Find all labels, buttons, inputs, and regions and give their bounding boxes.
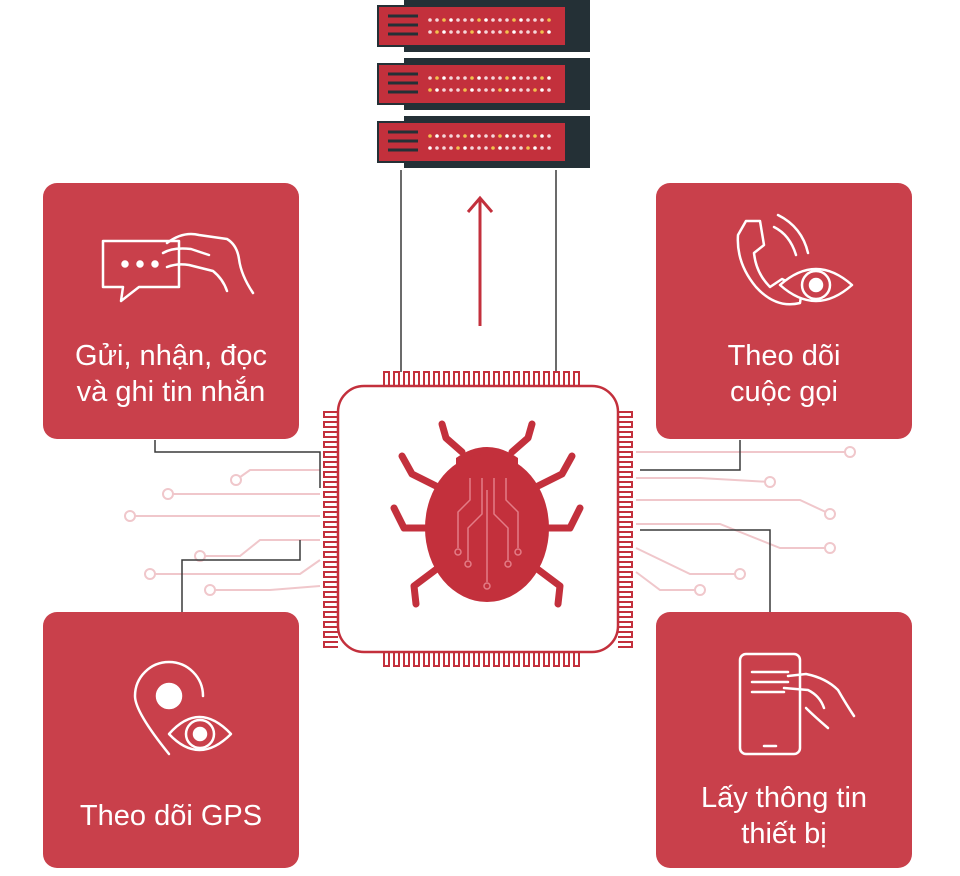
arrow-up-icon <box>466 195 494 326</box>
bug-icon <box>390 420 584 608</box>
circuit-traces <box>130 451 850 591</box>
sms-feature-card: Gửi, nhận, đọc và ghi tin nhắn <box>43 183 299 439</box>
gps-feature-label: Theo dõi GPS <box>79 800 263 832</box>
sms-feature-label: Gửi, nhận, đọc và ghi tin nhắn <box>75 340 267 408</box>
server-rack-icon <box>377 0 590 372</box>
location-eye-icon <box>133 660 233 756</box>
server-unit <box>377 0 590 52</box>
phone-eye-icon <box>736 213 854 306</box>
card-connectors <box>154 440 771 612</box>
calls-feature-card: Theo dõi cuộc gọi <box>656 183 912 439</box>
chat-hand-icon <box>101 232 255 303</box>
server-unit <box>377 58 590 110</box>
server-unit <box>377 116 590 168</box>
gps-feature-card: Theo dõi GPS <box>43 612 299 868</box>
calls-feature-label: Theo dõi cuộc gọi <box>727 340 841 408</box>
device-info-feature-label: Lấy thông tin thiết bị <box>700 782 868 850</box>
phone-hand-icon <box>738 652 856 756</box>
circuit-trace-dots <box>124 446 856 596</box>
device-info-feature-card: Lấy thông tin thiết bị <box>656 612 912 868</box>
bug-chip-icon <box>323 371 633 667</box>
